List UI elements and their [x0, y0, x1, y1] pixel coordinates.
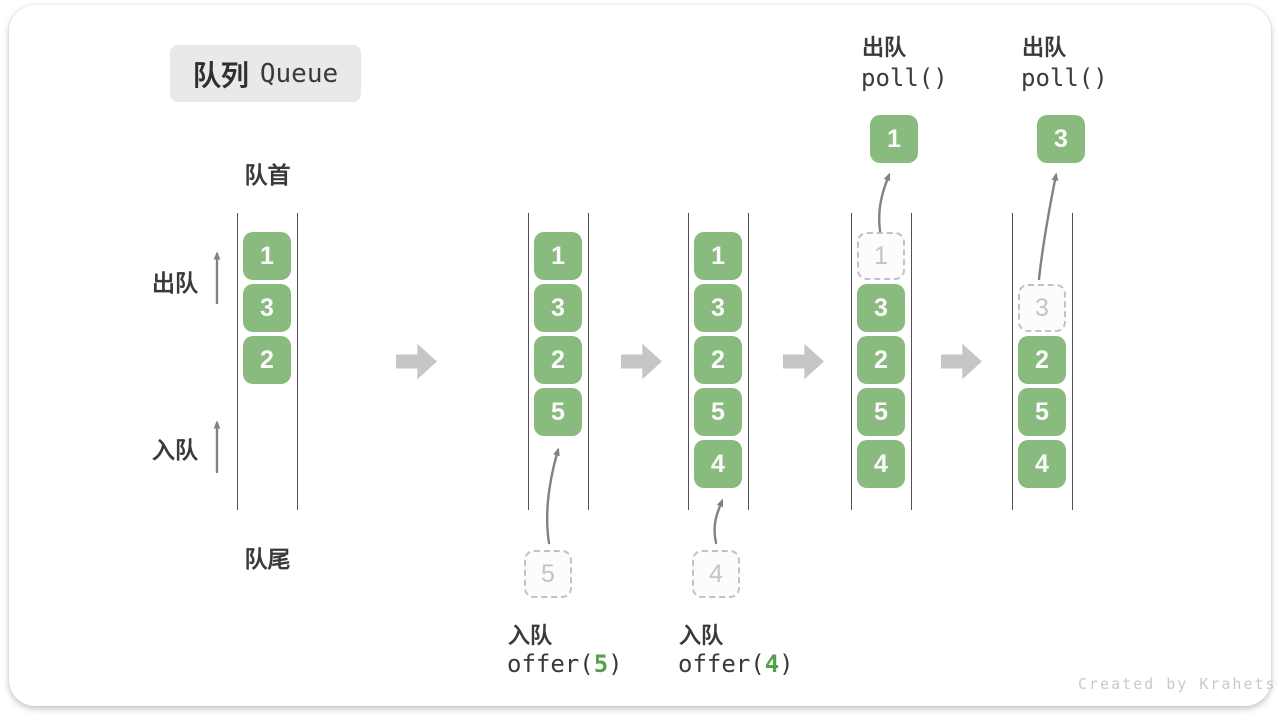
op-code-poll: poll(): [1021, 64, 1108, 92]
label-queue-rear: 队尾: [244, 546, 291, 572]
op-code-offer-4: offer(4): [678, 650, 794, 678]
label-dequeue: 出队: [152, 270, 198, 296]
queue-container-1: [237, 213, 298, 510]
title-english: Queue: [259, 58, 339, 89]
op-label-enqueue: 入队: [679, 623, 724, 648]
queue-item-box: 2: [694, 336, 742, 384]
queue-container-3: [688, 213, 749, 510]
op-label-enqueue: 入队: [508, 623, 553, 648]
queue-item-box: 5: [1018, 388, 1066, 436]
queue-item-box: 5: [694, 388, 742, 436]
queue-item-box: 1: [243, 232, 291, 280]
queue-item-box: 4: [857, 440, 905, 488]
watermark: Created by Krahets: [1078, 675, 1277, 693]
removed-item-box: 1: [857, 232, 905, 280]
op-code-offer-5: offer(5): [507, 650, 623, 678]
queue-item-box: 3: [694, 284, 742, 332]
queue-item-box: 2: [534, 336, 582, 384]
label-queue-front: 队首: [244, 162, 291, 188]
queue-item-box: 1: [694, 232, 742, 280]
queue-item-box: 4: [694, 440, 742, 488]
code-close: ): [779, 650, 794, 678]
code-arg: 4: [764, 650, 780, 678]
pending-item-box: 5: [524, 550, 572, 598]
queue-item-box: 5: [857, 388, 905, 436]
queue-item-box: 3: [534, 284, 582, 332]
code-close: ): [608, 650, 623, 678]
queue-item-box: 4: [1018, 440, 1066, 488]
removed-item-box: 3: [1018, 284, 1066, 332]
code-fn: offer(: [678, 650, 765, 678]
op-code-poll: poll(): [861, 64, 948, 92]
queue-item-box: 2: [1018, 336, 1066, 384]
queue-item-box: 5: [534, 388, 582, 436]
title-badge: 队列 Queue: [170, 45, 361, 102]
op-label-dequeue: 出队: [862, 35, 907, 60]
queue-item-box: 1: [534, 232, 582, 280]
queue-item-box: 3: [857, 284, 905, 332]
queue-container-5: [1012, 213, 1073, 510]
code-arg: 5: [593, 650, 609, 678]
queue-container-4: [851, 213, 912, 510]
code-fn: offer(: [507, 650, 594, 678]
queue-item-box: 3: [243, 284, 291, 332]
queue-container-2: [528, 213, 589, 510]
queue-item-box: 2: [857, 336, 905, 384]
queue-item-box: 2: [243, 336, 291, 384]
polled-item-box: 3: [1037, 115, 1085, 163]
op-label-dequeue: 出队: [1022, 35, 1067, 60]
pending-item-box: 4: [692, 550, 740, 598]
polled-item-box: 1: [870, 115, 918, 163]
title-chinese: 队列: [192, 59, 249, 91]
label-enqueue: 入队: [152, 437, 198, 463]
